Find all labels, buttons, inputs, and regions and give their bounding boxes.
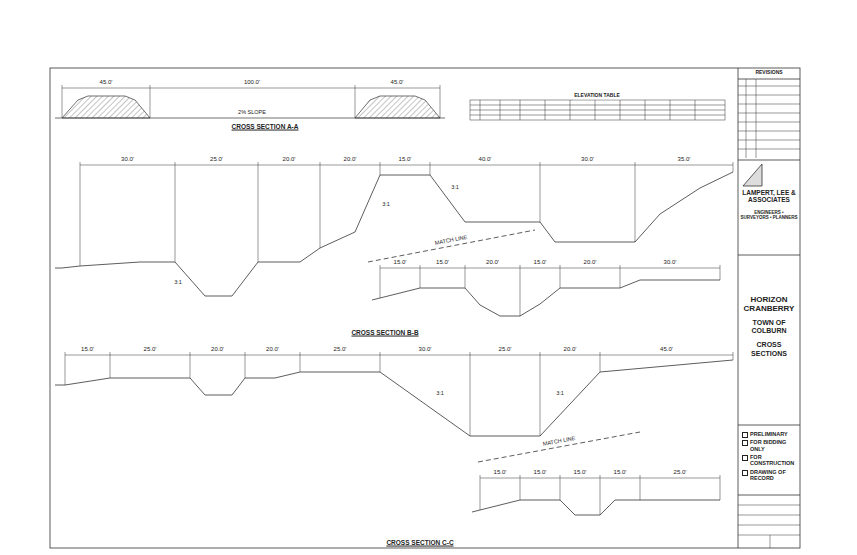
match-line-label: MATCH LINE: [541, 435, 576, 448]
dimension-text: 25.0': [143, 346, 158, 353]
revisions-grid: [738, 79, 800, 158]
sheet-heading: REVISIONS: [740, 70, 798, 76]
project-name: HORIZON CRANBERRY: [740, 295, 798, 313]
project-block: HORIZON CRANBERRY TOWN OF COLBURN CROSS SE…: [738, 255, 800, 425]
status-option: FOR CONSTRUCTION: [742, 454, 798, 467]
dimension-text: 25.0': [333, 346, 348, 353]
dimension-lines: [65, 352, 733, 436]
dimension-text: 30.0': [418, 346, 433, 353]
cross-section-a: [55, 85, 445, 118]
profile-line: [472, 500, 720, 515]
dimension-text: 15.0': [533, 259, 548, 266]
dimension-text: 25.0': [209, 156, 224, 163]
dimension-text: 20.0': [583, 259, 598, 266]
info-grid: [738, 505, 800, 548]
match-line: [478, 432, 640, 462]
dimension-text: 100.0': [243, 79, 261, 86]
profile-line: [55, 172, 733, 296]
dimension-lines: [80, 162, 733, 266]
dimension-text: 45.0': [390, 79, 405, 86]
dimension-text: 25.0': [673, 469, 688, 476]
dimension-text: 30.0': [580, 156, 595, 163]
sheet-frame: [50, 68, 800, 548]
dimension-text: 30.0': [663, 259, 678, 266]
berm-hatched: [355, 96, 440, 118]
dimension-lines: [480, 475, 720, 515]
status-option: DRAWING OF RECORD: [742, 469, 798, 482]
table-title: ELEVATION TABLE: [573, 93, 621, 99]
dimension-text: 15.0': [398, 156, 413, 163]
table-lines: [470, 100, 725, 120]
dimension-text: 30.0': [120, 156, 135, 163]
sheet-title: CROSS SECTIONS: [740, 341, 798, 357]
cross-section-b: [55, 162, 733, 316]
revisions-header: REVISIONS: [738, 68, 800, 79]
dimension-lines: [380, 265, 720, 316]
elevation-table-grid: [470, 100, 725, 120]
slope-ratio: 3:1: [381, 201, 391, 207]
status-option: FOR BIDDING ONLY: [742, 439, 798, 452]
dimension-text: 20.0': [563, 346, 578, 353]
match-line-label: MATCH LINE: [433, 234, 468, 247]
slope-note: 2% SLOPE: [237, 109, 267, 115]
dimension-text: 45.0': [659, 346, 674, 353]
dimension-text: 35.0': [677, 156, 692, 163]
town-name: TOWN OF COLBURN: [740, 319, 798, 335]
ground-line: [55, 118, 445, 119]
slope-ratio: 3:1: [173, 279, 183, 285]
dimension-text: 40.0': [478, 156, 493, 163]
cross-section-c: [55, 352, 733, 515]
section-title: CROSS SECTION B-B: [350, 329, 419, 336]
dimension-text: 15.0': [435, 259, 450, 266]
dimension-text: 20.0': [282, 156, 297, 163]
slope-ratio: 3:1: [555, 390, 565, 396]
profile-line: [55, 360, 733, 436]
dimension-text: 15.0': [80, 346, 95, 353]
firm-block: LAMPERT, LEE & ASSOCIATES ENGINEERS • SUR…: [738, 160, 800, 255]
dimension-text: 15.0': [493, 469, 508, 476]
table-frame: [470, 100, 725, 120]
status-block: PRELIMINARY FOR BIDDING ONLY FOR CONSTRUCT…: [738, 425, 800, 495]
dimension-text: 15.0': [613, 469, 628, 476]
dimension-lines: [62, 85, 440, 118]
dimension-text: 15.0': [393, 259, 408, 266]
border-frame: [50, 68, 800, 548]
dimension-text: 15.0': [573, 469, 588, 476]
dimension-text: 45.0': [99, 79, 114, 86]
dimension-text: 20.0': [210, 346, 225, 353]
dimension-text: 25.0': [498, 346, 513, 353]
match-line: [368, 230, 535, 262]
dimension-text: 15.0': [533, 469, 548, 476]
status-option: PRELIMINARY: [742, 431, 798, 437]
slope-ratio: 3:1: [450, 184, 460, 190]
title-block-lines: [738, 68, 800, 548]
dimension-text: 20.0': [265, 346, 280, 353]
firm-tagline: ENGINEERS • SURVEYORS • PLANNERS: [740, 210, 798, 220]
dimension-text: 20.0': [343, 156, 358, 163]
slope-ratio: 3:1: [435, 390, 445, 396]
berm-hatched: [62, 96, 150, 118]
firm-name: LAMPERT, LEE & ASSOCIATES: [740, 189, 798, 204]
section-title: CROSS SECTION A-A: [231, 123, 300, 130]
section-title: CROSS SECTION C-C: [385, 539, 454, 546]
profile-line: [372, 280, 720, 316]
company-logo: [743, 164, 762, 186]
dimension-text: 20.0': [485, 259, 500, 266]
